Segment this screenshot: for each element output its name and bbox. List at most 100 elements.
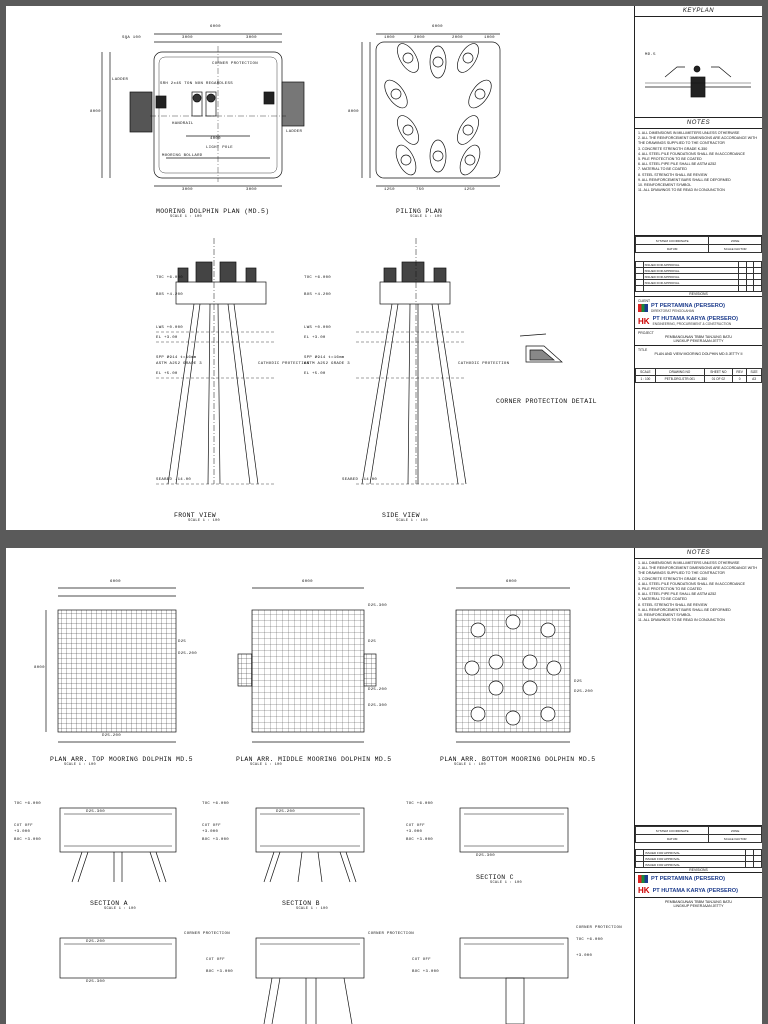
scale-value: 1 : 100 [635, 375, 656, 384]
notes-header-2: NOTES [635, 548, 762, 559]
sec-c-toc: TOC +6.000 [406, 802, 434, 806]
pile-circle [546, 660, 562, 676]
note-line: 7. MATERIAL TO BE COATED [638, 597, 687, 602]
plan-middle-rebar-top: D25-300 [368, 604, 387, 608]
note-line: 3. CONCRETE STRENGTH GRADE K-350 [638, 146, 708, 151]
front-spp: SPP Ø914 t=16mm [156, 356, 197, 360]
sheet-no-head: SHEET NO [703, 368, 734, 377]
pile-head [402, 124, 414, 136]
pile-head [390, 88, 402, 100]
keyplan-header: KEYPLAN [635, 6, 762, 17]
corner-protection-detail [519, 333, 563, 363]
pile-dim-2000-left: 2000 [414, 36, 425, 40]
ladder-callout-right: LADDER [286, 130, 303, 134]
side-lws: LWS +0.000 [304, 326, 332, 330]
sec-a-cutoff-val: +3.000 [14, 830, 31, 834]
lower-a-rebar: D25-200 [86, 940, 105, 944]
revisions-label-2: REVISIONS [689, 868, 708, 873]
pile-outline [459, 144, 481, 176]
drawing-no-value: PETB-DRG-STR-001 [654, 375, 705, 384]
sec-a-rebar-top: D25-300 [86, 810, 105, 814]
pertamina-logo-icon [638, 304, 648, 313]
client-name: PT PERTAMINA (PERSERO) [651, 303, 725, 310]
project-line2: LINGKUP PEKERJAAN JETTY [673, 339, 724, 344]
revision-desc: ISSUED FOR APPROVAL [643, 861, 746, 869]
note-line: 11. ALL DRAWINGS TO BE READ IN CONJUNCTI… [638, 188, 725, 193]
dim-3000-right: 3000 [246, 36, 257, 40]
front-lws: LWS +0.000 [156, 326, 184, 330]
hutama-karya-logo-icon: HK [638, 886, 650, 896]
handrail-callout: HANDRAIL [172, 122, 194, 126]
side-spp: SPP Ø914 t=16mm [304, 356, 345, 360]
pile-head [402, 52, 414, 64]
note-line: 8. STEEL STRENGTH SHALL BE REVIEW [638, 602, 708, 607]
pile-circle [540, 622, 556, 638]
note-line: THE DRAWINGS SUPPLIED TO THE CONTRACTOR [638, 571, 725, 576]
pile-outline [384, 79, 408, 109]
revision-table-2: ISSUED FOR APPROVAL ISSUED FOR APPROVAL … [634, 849, 762, 869]
plan-bottom-rebar-d25-200: D25-200 [574, 690, 593, 694]
pile-circle [488, 680, 504, 696]
front-seabed: SEABED -14.00 [156, 478, 192, 482]
pile-circle [488, 654, 504, 670]
ladder-callout-left: LADDER [112, 78, 129, 82]
sec-c-cutoff: CUT OFF [406, 824, 425, 828]
drawing-sheet-1: MOORING DOLPHIN PLAN (MD.5)SCALE 1 : 100… [6, 6, 762, 530]
scale-factor-label: SCALE FACTOR [708, 834, 762, 844]
note-line: 9. ALL REINFORCEMENT BARS SHALL BE DEFOR… [638, 177, 731, 182]
note-line: 10. REINFORCEMENT SYMBOL [638, 613, 692, 618]
pile-outline [457, 115, 479, 145]
note-line: 5. PILE PROTECTION TO BE COATED [638, 587, 702, 592]
plan-top-dim-8000: 8000 [34, 666, 45, 670]
sec-c-rebar-bottom: D25-300 [476, 854, 495, 858]
pile-circle [540, 706, 556, 722]
front-bos: BOS +4.200 [156, 293, 184, 297]
bollard-callout: SRH 2x45 TON NON REGARDLESS [160, 82, 233, 86]
pile-head [474, 88, 486, 100]
plan-middle-dim-6000: 6000 [302, 580, 313, 584]
title-value: PLAN AND VIEW MOORING DOLPHIN MD.5 JETTY… [654, 352, 743, 357]
drawing-info-table: SCALE DRAWING NO SHEET NO REV SIZE 1 : 1… [635, 368, 762, 384]
plan-top-rebar-d25: D25 [178, 640, 187, 644]
dim-4000-inner: 4000 [210, 137, 221, 141]
pile-circle [505, 614, 521, 630]
dim-8000-left: 8000 [90, 110, 101, 114]
note-line: 2. ALL THE REINFORCEMENT DIMENSIONS ARE … [638, 136, 757, 141]
lower-c-cutoff: CUT OFF [412, 958, 431, 962]
note-line: 4. ALL STEEL PILE FOUNDATIONS SHALL BE I… [638, 581, 745, 586]
note-line: 2. ALL THE REINFORCEMENT DIMENSIONS ARE … [638, 566, 757, 571]
front-el: EL +3.00 [156, 336, 178, 340]
contractor-name: PT HUTAMA KARYA (PERSERO) [652, 316, 739, 323]
revision-table: ISSUED FOR APPROVAL ISSUED FOR APPROVAL … [635, 261, 762, 293]
note-line: 4. ALL STEEL PILE FOUNDATIONS SHALL BE I… [638, 151, 745, 156]
plan-middle-rebar-d25: D25 [368, 640, 377, 644]
pile-outline [395, 144, 417, 176]
side-bos: BOS +4.200 [304, 293, 332, 297]
pile-head [400, 154, 412, 166]
section-b [255, 807, 365, 883]
side-seabed: SEABED -14.00 [342, 478, 378, 482]
sec-b-rebar-top: D25-200 [276, 810, 295, 814]
note-line: 7. MATERIAL TO BE COATED [638, 167, 687, 172]
note-line: 10. REINFORCEMENT SYMBOL [638, 183, 692, 188]
side-toc: TOC +6.000 [304, 276, 332, 280]
system-coordinate-label: SYSTEM COORDINATE [634, 236, 710, 246]
pile-outline [397, 115, 419, 145]
lower-a-corner: CORNER PROTECTION [184, 932, 230, 936]
side-el2: EL +5.00 [304, 372, 326, 376]
client-sub: DIREKTORAT PENGOLAHAN [651, 309, 695, 314]
front-view [156, 238, 276, 485]
lower-c-cut-val: +3.000 [576, 954, 593, 958]
pile-outline [429, 45, 447, 79]
lower-a-rebar-bottom: D25-300 [86, 980, 105, 984]
pile-head [462, 124, 474, 136]
plan-top-dim-6000: 6000 [110, 580, 121, 584]
